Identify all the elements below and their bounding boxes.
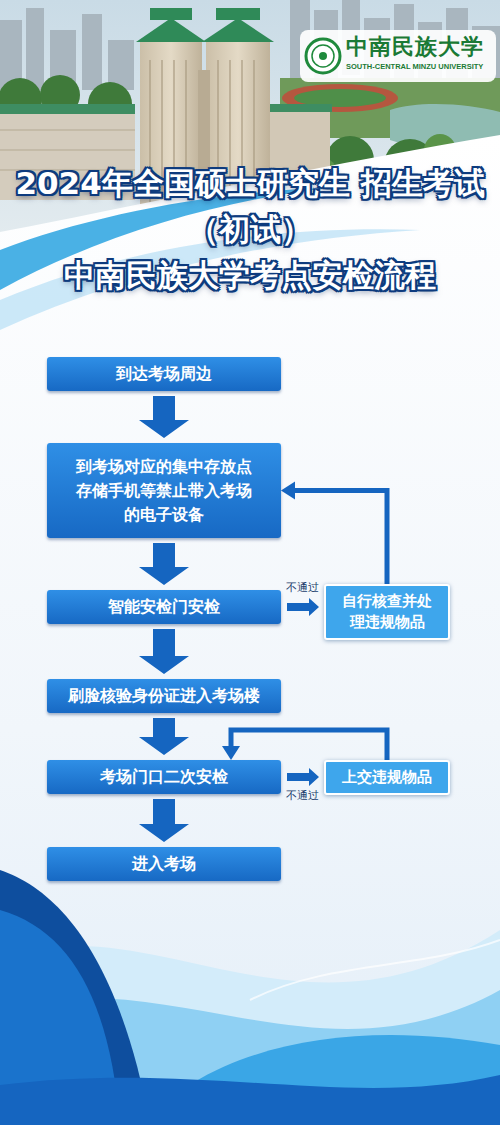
process-box: 刷脸核验身份证进入考场楼 <box>47 679 281 713</box>
process-box: 到考场对应的集中存放点 存储手机等禁止带入考场 的电子设备 <box>47 443 281 538</box>
flow-arrow <box>287 598 319 616</box>
connector-arrow <box>281 482 387 585</box>
box-text: 上交违规物品 <box>342 767 432 788</box>
connector-arrow <box>139 543 189 585</box>
university-name-english: SOUTH-CENTRAL MINZU UNIVERSITY <box>346 62 483 72</box>
bottom-waves <box>0 870 500 1125</box>
return-line <box>293 491 387 585</box>
arrow-head <box>222 746 240 760</box>
connector-arrow <box>287 598 319 616</box>
connector-arrow <box>139 629 189 674</box>
connector-arrow <box>139 396 189 438</box>
box-text: 刷脸核验身份证进入考场楼 <box>68 684 260 708</box>
process-box: 进入考场 <box>47 847 281 881</box>
box-text: 考场门口二次安检 <box>100 765 228 789</box>
flow-arrow <box>139 629 189 674</box>
box-text: 到考场对应的集中存放点 存储手机等禁止带入考场 的电子设备 <box>57 455 271 527</box>
title-block: 2024年全国硕士研究生 招生考试（初试） 中南民族大学考点安检流程 <box>0 160 500 298</box>
flow-arrow <box>287 768 319 786</box>
side-box: 上交违规物品 <box>324 760 450 795</box>
university-name: 中南民族大学 <box>346 33 484 59</box>
connector-arrow <box>139 718 189 755</box>
edge-label: 不通过 <box>286 789 319 802</box>
poster-title: 2024年全国硕士研究生 招生考试（初试） 中南民族大学考点安检流程 <box>13 160 487 298</box>
side-box: 自行核查并处理违规物品 <box>324 584 450 640</box>
process-box: 到达考场周边 <box>47 357 281 391</box>
edge-label: 不通过 <box>286 581 319 594</box>
arrow-head <box>281 482 295 500</box>
logo-badge <box>300 30 496 82</box>
connector-arrow <box>139 799 189 842</box>
flow-arrow <box>139 799 189 842</box>
flow-arrow <box>139 718 189 755</box>
flow-arrow <box>139 396 189 438</box>
process-box: 考场门口二次安检 <box>47 760 281 794</box>
box-text: 进入考场 <box>132 852 196 876</box>
connector-arrow <box>287 768 319 786</box>
return-line <box>231 730 387 760</box>
box-text: 到达考场周边 <box>116 362 212 386</box>
connector-arrow <box>222 730 387 760</box>
box-text: 自行核查并处理违规物品 <box>338 591 436 633</box>
box-text: 智能安检门安检 <box>108 595 220 619</box>
process-box: 智能安检门安检 <box>47 590 281 624</box>
flow-arrow <box>139 543 189 585</box>
